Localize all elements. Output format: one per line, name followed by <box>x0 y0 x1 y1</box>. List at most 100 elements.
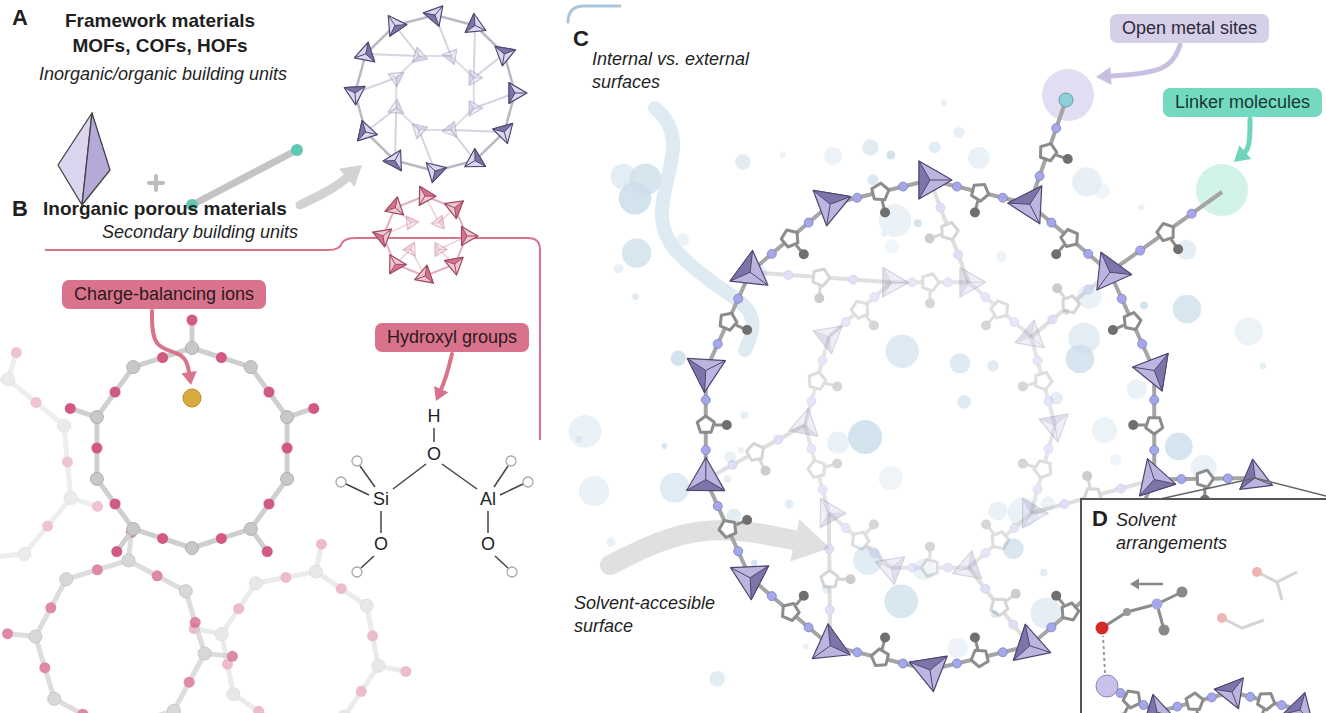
illustration-part <box>431 223 439 224</box>
illustration-part <box>1097 272 1110 290</box>
illustration-part <box>90 411 103 424</box>
illustration-part <box>731 568 751 578</box>
illustration-part <box>506 456 516 466</box>
illustration-part <box>475 25 486 30</box>
illustration-part <box>827 204 831 226</box>
illustration-part <box>919 161 930 199</box>
illustration-part <box>64 492 77 505</box>
illustration-part <box>1123 691 1140 708</box>
hydroxyl-structure <box>336 428 533 577</box>
illustration-part <box>846 574 856 584</box>
illustration-part <box>879 204 911 236</box>
illustration-part <box>706 361 726 371</box>
illustration-part <box>475 149 486 167</box>
illustration-part <box>66 560 128 579</box>
tetrahedron <box>469 70 483 86</box>
illustration-part <box>849 275 858 284</box>
illustration-part <box>891 282 908 283</box>
illustration-part <box>1013 624 1050 660</box>
illustration-part <box>1116 484 1125 493</box>
tetrahedron <box>385 197 404 215</box>
illustration-part <box>412 47 427 62</box>
illustration-part <box>687 458 725 491</box>
illustration-part <box>366 132 378 135</box>
atom-symbol: H <box>428 405 441 427</box>
tetrahedron <box>731 566 769 600</box>
illustration-part <box>992 532 1009 549</box>
illustration-part <box>981 520 991 530</box>
tetrahedron <box>442 49 457 64</box>
illustration-part <box>474 77 483 78</box>
illustration-part <box>671 351 686 366</box>
illustration-part <box>832 459 842 469</box>
illustration-part <box>1010 523 1019 532</box>
illustration-part <box>1034 461 1051 478</box>
illustration-part <box>152 570 163 581</box>
tetrahedron <box>444 257 463 275</box>
illustration-part <box>474 108 483 109</box>
illustration-part <box>451 49 457 56</box>
illustration-part <box>953 551 982 579</box>
linker <box>706 425 805 480</box>
illustration-part <box>406 216 419 230</box>
illustration-part <box>614 264 624 274</box>
illustration-part <box>734 547 743 556</box>
illustration-part <box>419 186 436 205</box>
tetrahedron <box>493 123 513 143</box>
illustration-part <box>970 632 980 642</box>
illustration-part <box>192 529 251 548</box>
illustration-part <box>400 666 411 677</box>
illustration-part <box>455 264 457 275</box>
illustration-part <box>1144 694 1157 713</box>
illustration-part <box>1096 622 1109 635</box>
illustration-part <box>930 670 933 692</box>
leader-arrow <box>300 175 351 205</box>
illustration-part <box>444 201 463 219</box>
illustration-part <box>1063 296 1080 313</box>
illustration-part <box>354 54 365 58</box>
illustration-part <box>244 522 257 535</box>
illustration-part <box>187 315 198 326</box>
illustration-part <box>1015 320 1044 348</box>
tetrahedron <box>406 216 419 230</box>
illustration-part <box>750 204 830 272</box>
illustration-part <box>1138 339 1147 348</box>
illustration-part <box>722 420 732 430</box>
illustration-part <box>825 605 834 614</box>
illustration-part <box>1103 636 1105 673</box>
illustration-part <box>923 274 939 291</box>
illustration-part <box>408 223 411 230</box>
illustration-part <box>1173 702 1182 711</box>
illustration-part <box>785 500 794 509</box>
illustration-part <box>127 522 140 535</box>
illustration-part <box>1258 693 1275 710</box>
illustration-part <box>507 567 517 577</box>
illustration-part <box>705 458 706 480</box>
illustration-part <box>244 361 257 374</box>
illustration-part <box>133 529 192 548</box>
leader-arrow <box>440 354 452 392</box>
illustration-part <box>419 196 425 205</box>
illustration-part <box>122 554 135 567</box>
tetrahedron <box>1139 459 1175 496</box>
illustration-part <box>1123 608 1131 616</box>
tetrahedron <box>426 163 446 183</box>
illustration-part <box>803 643 809 649</box>
illustration-part <box>462 226 468 245</box>
illustration-part <box>1052 283 1062 293</box>
illustration-part <box>198 647 211 660</box>
illustration-part <box>487 511 489 533</box>
illustration-part <box>227 688 240 701</box>
illustration-part <box>390 255 395 265</box>
tetrahedron <box>730 250 768 285</box>
illustration-part <box>251 367 287 417</box>
illustration-part <box>821 498 829 513</box>
illustration-part <box>18 548 31 561</box>
illustration-part <box>1222 618 1264 628</box>
illustration-part <box>444 257 463 264</box>
illustration-part <box>780 152 786 158</box>
illustration-part <box>1102 592 1182 630</box>
illustration-part <box>58 419 71 432</box>
illustration-part <box>1283 693 1313 713</box>
